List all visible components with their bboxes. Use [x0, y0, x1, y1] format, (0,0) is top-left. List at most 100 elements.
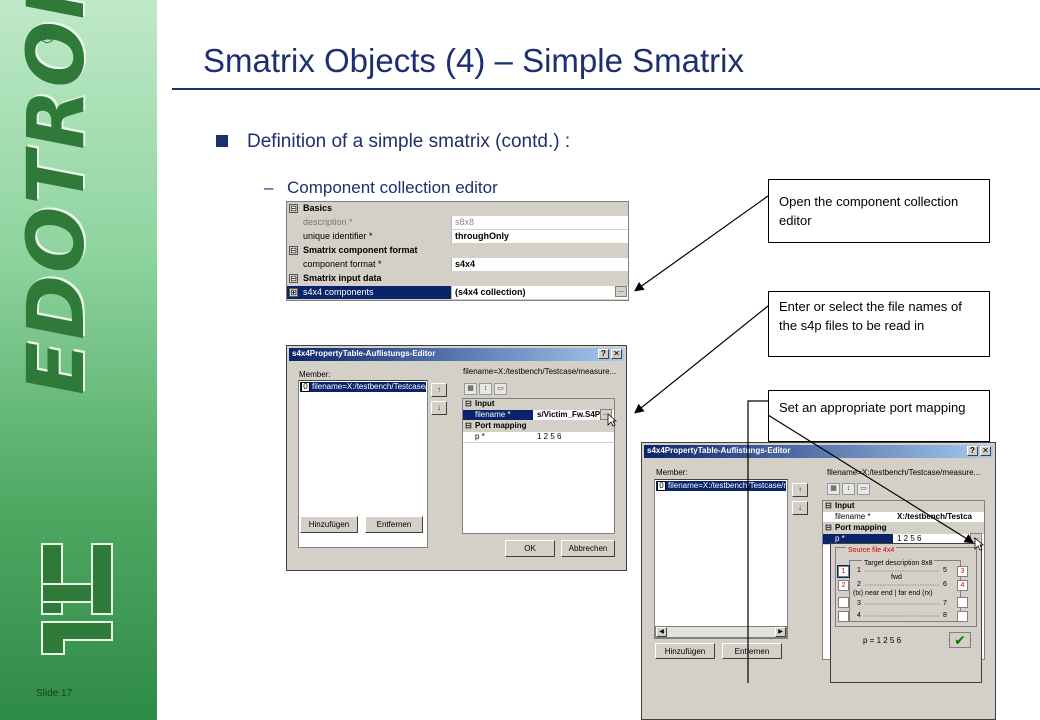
filename-value[interactable]: X:/testbench/Testca	[897, 512, 972, 521]
source-port-left-4[interactable]	[838, 611, 849, 622]
ok-button[interactable]: OK	[505, 540, 555, 557]
edotronik-emblem-icon	[41, 543, 113, 655]
property-pages-icon[interactable]: ▭	[494, 383, 507, 395]
source-file-group: Source file 4x4	[835, 547, 977, 627]
member-list-scrollbar[interactable]: ◀ ▶	[655, 626, 787, 638]
browse-button[interactable]: ...	[600, 409, 612, 420]
dialog1-titlebar: s4x4PropertyTable-Auflistungs-Editor ? ✕	[289, 348, 624, 361]
property-name: component format *	[287, 258, 452, 271]
target-row-2-left: 2	[857, 581, 861, 588]
port-mapping-category: Port mapping	[823, 523, 984, 534]
member-item-text: filename=X:/testbench/Testcase/r	[668, 481, 786, 490]
dialog1-property-grid: Input filename * s/Victim_Fw.S4P ... Por…	[462, 398, 615, 534]
source-port-left-1[interactable]: 1	[837, 565, 850, 578]
property-toolbar: ▦↕▭	[827, 483, 872, 496]
p-value[interactable]: 1 2 5 6	[897, 534, 922, 543]
target-description-group: Target description 8x8	[849, 560, 961, 622]
dialog2-titlebar: s4x4PropertyTable-Auflistungs-Editor ? ✕	[644, 445, 993, 458]
source-port-right-3[interactable]	[957, 597, 968, 608]
mouse-cursor-icon	[607, 413, 617, 427]
property-category-row[interactable]: ⊟ Basics	[287, 202, 628, 216]
mouse-cursor-icon	[974, 537, 984, 551]
p-row[interactable]: p * 1 2 5 6	[463, 432, 614, 443]
member-label: Member:	[299, 370, 331, 379]
property-category-row[interactable]: ⊟ Smatrix component format	[287, 244, 628, 258]
category-label: Smatrix input data	[303, 273, 382, 283]
member-index: 0	[301, 382, 310, 392]
property-value[interactable]: s8x8	[455, 217, 475, 227]
source-port-left-2[interactable]: 2	[838, 580, 849, 591]
property-category-row[interactable]: ⊟ Smatrix input data	[287, 272, 628, 286]
move-up-button[interactable]: ↑	[792, 483, 808, 497]
collapse-icon[interactable]: ⊟	[289, 204, 298, 213]
properties-label: filename=X:/testbench/Testcase/measure..…	[827, 468, 981, 477]
sort-categories-icon[interactable]: ▦	[827, 483, 840, 495]
p-name: p *	[463, 432, 533, 442]
property-row[interactable]: description *s8x8	[287, 216, 628, 230]
filename-value[interactable]: s/Victim_Fw.S4P	[537, 410, 601, 419]
remove-button[interactable]: Entfernen	[365, 516, 423, 533]
slide-number: Slide 17	[36, 688, 73, 699]
bullet-text-1: Definition of a simple smatrix (contd.) …	[247, 131, 571, 152]
member-list[interactable]: 0 filename=X:/testbench/Testcase/r ◀ ▶	[654, 479, 788, 639]
scroll-left-icon[interactable]: ◀	[656, 627, 667, 637]
bullet-square-icon	[216, 135, 228, 147]
member-index: 0	[657, 481, 666, 491]
add-button[interactable]: Hinzufügen	[300, 516, 358, 533]
member-list-item[interactable]: 0 filename=X:/testbench/Testcase/m	[300, 382, 426, 392]
near-far-label: (tx) near end | far end (rx)	[853, 590, 933, 597]
cancel-button[interactable]: Abbrechen	[561, 540, 615, 557]
sub-bullet-text: Component collection editor	[287, 178, 498, 197]
filename-name: filename *	[463, 410, 533, 420]
help-button[interactable]: ?	[598, 349, 609, 359]
sort-alpha-icon[interactable]: ↕	[842, 483, 855, 495]
collapse-icon[interactable]: ⊟	[289, 274, 298, 283]
callout-port-mapping: Set an appropriate port mapping	[768, 390, 990, 442]
help-button[interactable]: ?	[967, 446, 978, 456]
input-category: Input	[823, 501, 984, 512]
sub-bullet-dash: –	[264, 178, 274, 197]
target-row-1-left: 1	[857, 567, 861, 574]
source-port-right-2[interactable]: 4	[957, 580, 968, 591]
close-button[interactable]: ✕	[980, 446, 991, 456]
properties-label: filename=X:/testbench/Testcase/measure..…	[463, 367, 617, 376]
target-row-3-left: 3	[857, 600, 861, 607]
source-port-right-1[interactable]: 3	[957, 566, 968, 577]
source-port-right-4[interactable]	[957, 611, 968, 622]
source-port-left-3[interactable]	[838, 597, 849, 608]
p-value[interactable]: 1 2 5 6	[537, 432, 562, 441]
move-down-button[interactable]: ↓	[792, 501, 808, 515]
collection-editor-dialog-1: s4x4PropertyTable-Auflistungs-Editor ? ✕…	[286, 345, 627, 571]
category-label: Smatrix component format	[303, 245, 418, 255]
move-up-button[interactable]: ↑	[431, 383, 447, 397]
property-row[interactable]: component format *s4x4	[287, 258, 628, 272]
remove-button[interactable]: Entfernen	[722, 643, 782, 659]
callout-open-editor: Open the component collection editor	[768, 179, 990, 243]
expand-icon[interactable]: ⊞	[289, 288, 298, 297]
property-value[interactable]: (s4x4 collection)	[455, 287, 526, 297]
property-pages-icon[interactable]: ▭	[857, 483, 870, 495]
collapse-icon[interactable]: ⊟	[289, 246, 298, 255]
dialog2-title: s4x4PropertyTable-Auflistungs-Editor	[647, 446, 791, 455]
registered-mark: ®	[40, 26, 55, 48]
fwd-label: fwd	[891, 574, 902, 581]
property-name: s4x4 components	[287, 286, 452, 299]
move-down-button[interactable]: ↓	[431, 401, 447, 415]
property-toolbar: ▦↕▭	[464, 383, 509, 396]
sort-categories-icon[interactable]: ▦	[464, 383, 477, 395]
category-label: Basics	[303, 203, 333, 213]
port-mapping-category: Port mapping	[463, 421, 614, 432]
member-list-item[interactable]: 0 filename=X:/testbench/Testcase/r	[656, 481, 786, 491]
add-button[interactable]: Hinzufügen	[655, 643, 715, 659]
confirm-check-icon[interactable]: ✔	[949, 632, 971, 648]
target-legend: Target description 8x8	[862, 560, 935, 567]
property-value[interactable]: throughOnly	[455, 231, 509, 241]
property-row[interactable]: s4x4 components(s4x4 collection) ⊞...	[287, 286, 628, 300]
scroll-right-icon[interactable]: ▶	[775, 627, 786, 637]
sort-alpha-icon[interactable]: ↕	[479, 383, 492, 395]
close-button[interactable]: ✕	[611, 349, 622, 359]
property-row[interactable]: unique identifier *throughOnly	[287, 230, 628, 244]
open-collection-editor-button[interactable]: ...	[615, 286, 627, 297]
property-value[interactable]: s4x4	[455, 259, 476, 269]
